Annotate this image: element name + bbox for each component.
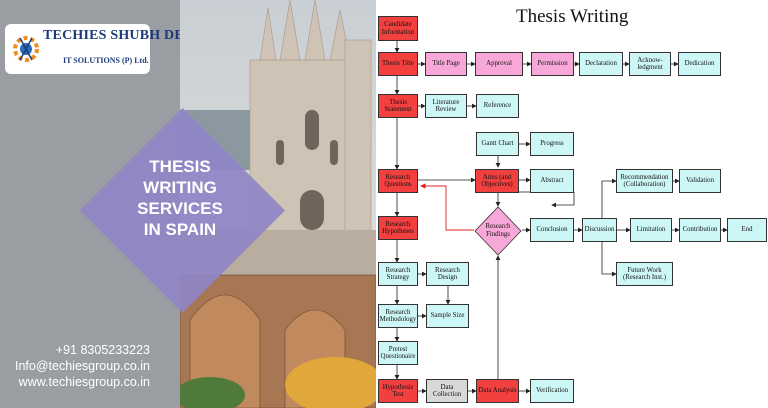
company-logo[interactable]: TECHIES SHUBH DEEP IT SOLUTIONS (P) Ltd. <box>5 24 202 74</box>
node-aims[interactable]: Aims (and Objectives) <box>475 169 519 193</box>
findings-decision-shape <box>474 206 522 256</box>
node-permission[interactable]: Permission <box>531 52 574 76</box>
gear-icon <box>13 36 39 62</box>
node-hypothesis-test[interactable]: Hypothesis Test <box>378 379 418 403</box>
thesis-flowchart: Thesis Writing Candidate Information The… <box>376 0 768 408</box>
node-thesis-statement[interactable]: Thesis Statement <box>378 94 418 118</box>
node-declaration[interactable]: Declaration <box>579 52 623 76</box>
node-validation[interactable]: Validation <box>679 169 721 193</box>
node-gantt-chart[interactable]: Gantt Chart <box>476 132 519 156</box>
logo-title: TECHIES SHUBH DEEP <box>43 28 203 43</box>
node-progress[interactable]: Progress <box>530 132 574 156</box>
node-contribution[interactable]: Contribution <box>679 218 721 242</box>
node-dedication[interactable]: Dedication <box>678 52 721 76</box>
node-research-design[interactable]: Research Design <box>426 262 469 286</box>
phone-number[interactable]: +91 8305233223 <box>55 343 150 357</box>
node-future-work[interactable]: Future Work (Research Inst.) <box>616 262 673 286</box>
banner-heading: THESIS WRITING SERVICES IN SPAIN <box>137 157 223 239</box>
node-title-page[interactable]: Title Page <box>425 52 467 76</box>
node-conclusion[interactable]: Conclusion <box>530 218 574 242</box>
node-recommendation[interactable]: Recommendation (Collaboration) <box>616 169 673 193</box>
email-address[interactable]: Info@techiesgroup.co.in <box>15 359 150 373</box>
node-approval[interactable]: Approval <box>475 52 523 76</box>
node-research-findings[interactable]: Research Findings <box>485 223 511 238</box>
node-research-questions[interactable]: Research Questions <box>378 169 418 193</box>
node-end[interactable]: End <box>727 218 767 242</box>
flowchart-connectors <box>394 41 728 394</box>
contact-block: +91 8305233223 Info@techiesgroup.co.in w… <box>0 342 150 390</box>
logo-subtitle: IT SOLUTIONS (P) Ltd. <box>63 56 149 65</box>
banner-diamond <box>80 108 285 313</box>
node-thesis-title[interactable]: Thesis Title <box>378 52 418 76</box>
website-url[interactable]: www.techiesgroup.co.in <box>18 375 150 389</box>
node-pretest-questionaire[interactable]: Pretest Questionaire <box>378 341 418 365</box>
node-abstract[interactable]: Abstract <box>530 169 574 193</box>
node-data-analysis[interactable]: Data Analysis <box>476 379 519 403</box>
node-discussion[interactable]: Discussion <box>582 218 617 242</box>
node-limitation[interactable]: Limitation <box>630 218 672 242</box>
node-verification[interactable]: Verification <box>530 379 574 403</box>
diagram-title: Thesis Writing <box>516 6 629 27</box>
node-literature-review[interactable]: Literature Review <box>425 94 467 118</box>
node-research-strategy[interactable]: Research Strategy <box>378 262 418 286</box>
node-acknowledgment[interactable]: Acknow-ledgment <box>629 52 671 76</box>
node-research-methodology[interactable]: Research Methodology <box>378 304 418 328</box>
node-reference[interactable]: Reference <box>476 94 519 118</box>
node-candidate[interactable]: Candidate Information <box>378 16 418 41</box>
node-research-hypotheses[interactable]: Research Hypotheses <box>378 216 418 240</box>
node-sample-size[interactable]: Sample Size <box>426 304 469 328</box>
node-data-collection[interactable]: Data Collection <box>426 379 468 403</box>
